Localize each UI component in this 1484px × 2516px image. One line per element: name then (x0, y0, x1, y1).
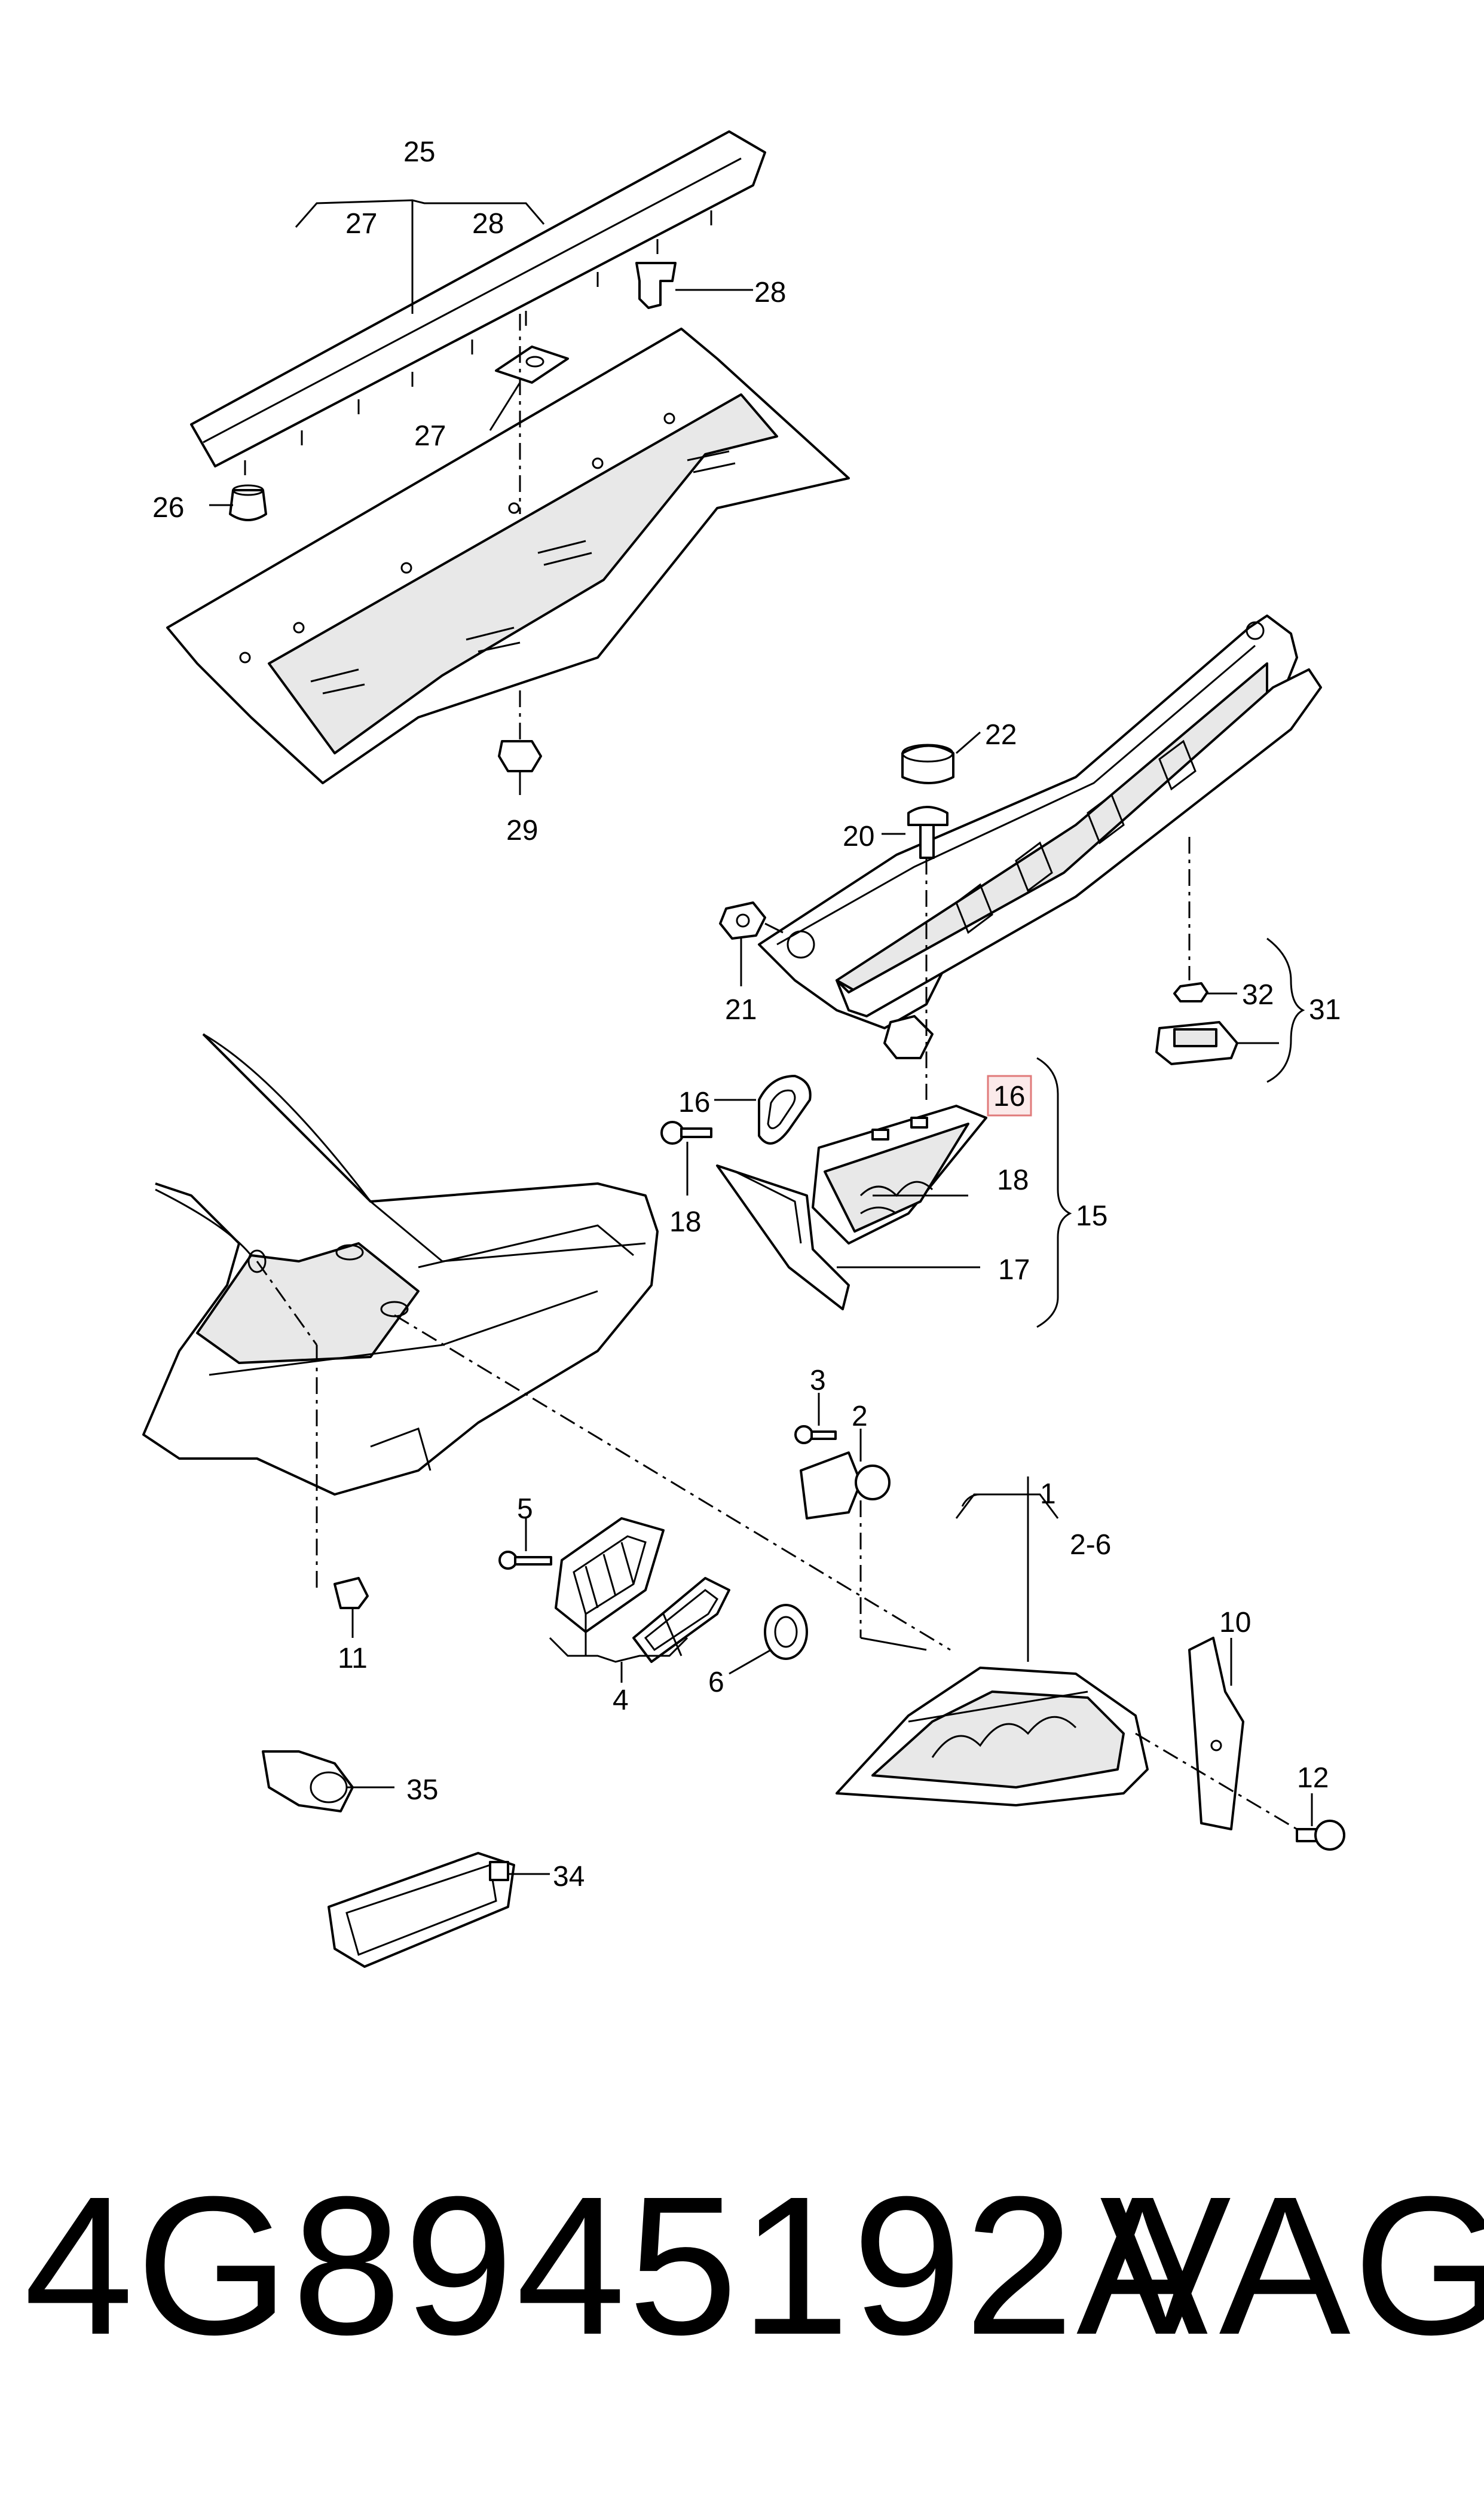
cap-22-part (901, 744, 954, 784)
callout-12: 12 (1297, 1762, 1329, 1794)
inner-lamp-15-part (812, 1105, 987, 1245)
callout-21: 21 (725, 994, 757, 1026)
callout-1: 1 (1040, 1478, 1056, 1510)
callout-20: 20 (843, 821, 874, 852)
socket-4-part (555, 1517, 665, 1633)
callout-34: 34 (553, 1861, 585, 1893)
screw-12-part (1296, 1820, 1345, 1851)
part-number: 4G8945192A (24, 2155, 1211, 2376)
callout-6: 6 (708, 1667, 724, 1698)
clip-28-part (635, 262, 677, 309)
reflector-34-part (328, 1852, 515, 1968)
screw-3-part (794, 1425, 837, 1444)
footer: 4G8945192A VAG (0, 2140, 1484, 2391)
screw-5-part (498, 1551, 552, 1570)
callout-27a: 27 (345, 208, 377, 240)
callout-2: 2 (852, 1401, 868, 1432)
grommet-26-part (229, 484, 267, 521)
bulb-holder-2-part (800, 1451, 891, 1520)
tail-light-1-part (836, 1667, 1149, 1806)
spoiler-strip-part (190, 130, 766, 475)
grommet-11-part (333, 1577, 369, 1609)
callout-2-6: 2-6 (1070, 1529, 1111, 1561)
callout-26: 26 (152, 492, 184, 524)
callout-18b: 18 (669, 1206, 701, 1238)
nut-29-part (498, 740, 542, 772)
callout-28b: 28 (754, 277, 786, 308)
bulb-32-part (1173, 982, 1208, 1002)
nut-21-part (719, 901, 766, 940)
callout-18a: 18 (997, 1164, 1029, 1196)
callout-10: 10 (1219, 1607, 1251, 1638)
callout-16b: 16 (993, 1081, 1025, 1112)
parts-diagram: 25 27 28 28 27 26 29 22 20 21 32 31 16 1… (142, 130, 1345, 1968)
callout-4: 4 (613, 1685, 629, 1716)
callout-11: 11 (338, 1643, 368, 1674)
bracket-17-part (716, 1164, 850, 1310)
tailgate-trim-part (758, 615, 1322, 1059)
callout-22: 22 (985, 719, 1017, 751)
bulb-35-part (262, 1750, 354, 1812)
callout-32: 32 (1242, 979, 1274, 1011)
gasket-10-part (1188, 1637, 1244, 1830)
callout-27b: 27 (414, 420, 446, 452)
callout-35: 35 (406, 1774, 438, 1806)
seal-4-part (632, 1577, 730, 1663)
callout-28a: 28 (472, 208, 504, 240)
seal-16-part (758, 1075, 812, 1145)
rear-hatch-panel-part (166, 328, 850, 784)
callout-15: 15 (1076, 1200, 1107, 1232)
callout-29: 29 (506, 815, 538, 846)
brand-name: VAG (1100, 2155, 1484, 2376)
callout-31: 31 (1309, 994, 1341, 1026)
grommet-6-part (764, 1604, 808, 1660)
screw-20-part (907, 806, 948, 859)
screw-18-part (660, 1121, 712, 1145)
callout-3: 3 (810, 1365, 826, 1396)
callout-17: 17 (998, 1254, 1030, 1286)
licence-lamp-31-part (1155, 1021, 1238, 1065)
callout-5: 5 (517, 1493, 533, 1525)
callout-16a: 16 (678, 1087, 710, 1118)
car-body-part (142, 1033, 659, 1496)
callout-16-highlight (987, 1075, 1032, 1117)
callout-25: 25 (403, 136, 435, 168)
nut-plate-27-part (495, 346, 569, 384)
